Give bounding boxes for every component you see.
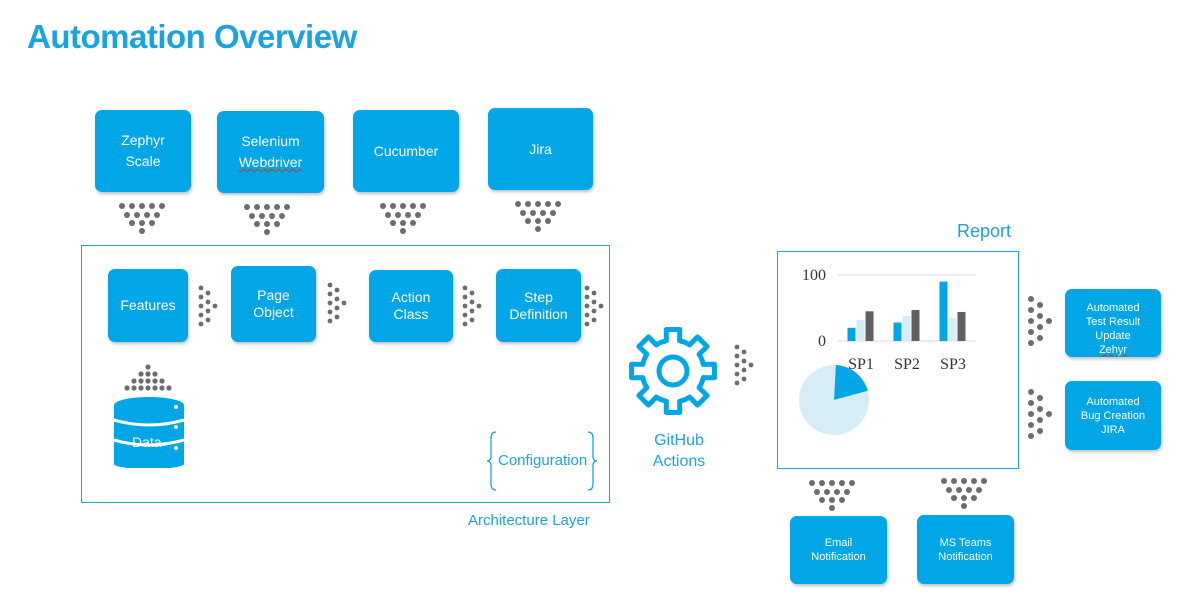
right-dots-arrow — [198, 285, 218, 329]
pie-slice — [834, 365, 868, 400]
data-label: Data — [132, 434, 162, 450]
bar — [865, 311, 874, 341]
up-dots-arrow — [124, 364, 172, 392]
down-dots-arrow — [118, 202, 170, 234]
y-tick-label: 100 — [802, 267, 826, 284]
email-notification-box[interactable]: Email Notification — [790, 516, 887, 584]
database-icon: Data — [112, 396, 186, 469]
right-dots-arrow — [1027, 295, 1053, 351]
configuration-label: Configuration — [498, 452, 588, 469]
github-actions-label: GitHub Actions — [652, 432, 706, 470]
down-dots-arrow — [514, 200, 566, 232]
dots-arrow-right-icon — [1027, 388, 1053, 444]
zephyr-update-label: Automated Test Result Update — [1085, 302, 1141, 342]
down-dots-arrow — [808, 479, 860, 511]
selenium-label: Selenium — [241, 133, 300, 149]
x-tick-label: SP2 — [894, 356, 920, 373]
dots-arrow-right-icon — [327, 282, 347, 326]
zephyr-update-box[interactable]: Automated Test Result Update Zehyr — [1065, 289, 1161, 357]
braces-icon — [487, 431, 597, 491]
architecture-layer-frame — [81, 245, 610, 503]
jira-box[interactable]: Jira — [488, 108, 593, 190]
bar — [939, 281, 948, 341]
right-dots-arrow — [462, 285, 482, 329]
report-title: Report — [957, 221, 1012, 241]
action-class-box[interactable]: Action Class — [369, 270, 453, 342]
teams-notification-box[interactable]: MS Teams Notification — [917, 515, 1014, 584]
right-dots-arrow — [1027, 388, 1053, 444]
zehyr-label: Zehyr — [1098, 344, 1128, 356]
configuration-block: Configuration — [487, 430, 597, 492]
x-tick-label: SP3 — [940, 356, 966, 373]
bar — [856, 319, 865, 341]
pie-slice — [799, 365, 869, 435]
bar — [911, 309, 920, 341]
bar — [957, 311, 966, 341]
dots-arrow-right-icon — [731, 344, 757, 388]
right-dots-arrow — [327, 282, 347, 326]
dots-arrow-down-icon — [808, 479, 860, 511]
right-dots-arrow — [584, 285, 604, 329]
bar — [893, 322, 902, 341]
selenium-webdriver-box[interactable]: Selenium Webdriver — [217, 111, 324, 193]
webdriver-label: Webdriver — [238, 154, 303, 170]
dots-arrow-right-icon — [1027, 295, 1053, 351]
gear-icon — [627, 325, 719, 417]
dots-arrow-up-icon — [124, 364, 172, 392]
dots-arrow-right-icon — [462, 285, 482, 329]
x-tick-label: SP1 — [848, 356, 874, 373]
down-dots-arrow — [243, 203, 295, 235]
dots-arrow-down-icon — [118, 202, 170, 234]
page-title: Automation Overview — [27, 18, 357, 55]
zephyr-scale-box[interactable]: Zephyr Scale — [95, 110, 191, 192]
down-dots-arrow — [379, 202, 431, 234]
dots-arrow-right-icon — [584, 285, 604, 329]
down-dots-arrow — [940, 477, 992, 509]
features-box[interactable]: Features — [108, 269, 188, 342]
dots-arrow-right-icon — [198, 285, 218, 329]
dots-arrow-down-icon — [379, 202, 431, 234]
report-frame — [777, 251, 1019, 469]
step-definition-box[interactable]: Step Definition — [496, 269, 581, 342]
architecture-layer-caption: Architecture Layer — [468, 512, 590, 529]
jira-bug-box[interactable]: Automated Bug Creation JIRA — [1065, 381, 1161, 450]
dots-arrow-down-icon — [514, 200, 566, 232]
bar — [948, 317, 957, 341]
bar — [847, 327, 856, 341]
page-object-box[interactable]: Page Object — [231, 266, 316, 342]
dots-arrow-down-icon — [940, 477, 992, 509]
cucumber-box[interactable]: Cucumber — [353, 110, 459, 192]
dots-arrow-down-icon — [243, 203, 295, 235]
y-tick-label: 0 — [818, 333, 826, 350]
right-dots-arrow — [731, 344, 757, 388]
bar — [902, 315, 911, 341]
